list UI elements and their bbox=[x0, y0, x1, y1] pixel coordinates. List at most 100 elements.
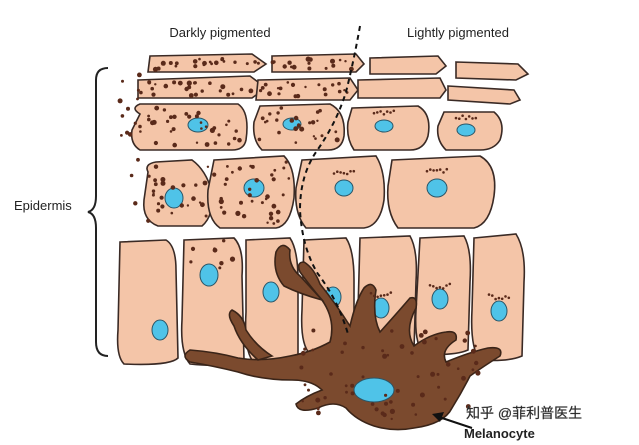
melanin-granule bbox=[275, 118, 279, 122]
melanin-granule bbox=[311, 328, 316, 333]
melanin-granule bbox=[442, 171, 445, 174]
melanin-granule bbox=[345, 390, 348, 394]
melanin-granule bbox=[282, 166, 286, 170]
melanin-granule bbox=[289, 118, 295, 123]
melanin-granule bbox=[239, 87, 244, 92]
melanin-granule bbox=[308, 57, 313, 62]
melanin-granule bbox=[392, 109, 396, 113]
melanin-granule bbox=[286, 81, 290, 84]
melanin-granule bbox=[507, 296, 511, 300]
melanin-granule bbox=[370, 402, 375, 406]
melanin-granule bbox=[372, 111, 376, 115]
melanocyte-body bbox=[184, 261, 502, 431]
melanin-granule bbox=[435, 286, 438, 290]
melanin-granule bbox=[225, 123, 228, 127]
melanin-granule bbox=[137, 72, 142, 78]
melanin-granule bbox=[152, 192, 155, 195]
melanin-granule bbox=[120, 134, 123, 137]
melanin-granule bbox=[223, 182, 227, 186]
melanin-granule bbox=[218, 89, 222, 93]
melanin-granule bbox=[282, 64, 287, 69]
melanin-granule bbox=[222, 239, 226, 243]
melanin-granule bbox=[345, 172, 349, 176]
melanin-granule bbox=[284, 160, 288, 164]
melanin-granule bbox=[227, 142, 231, 146]
melanin-granule bbox=[159, 195, 164, 200]
basal-cell bbox=[116, 239, 179, 366]
melanin-granule bbox=[202, 180, 208, 186]
melanin-granule bbox=[222, 60, 226, 63]
melanin-granule bbox=[432, 169, 435, 172]
melanin-granule bbox=[200, 127, 203, 130]
melanin-granule bbox=[271, 203, 277, 209]
melanin-granule bbox=[231, 92, 235, 96]
melanin-granule bbox=[290, 82, 296, 87]
epidermis-bracket bbox=[87, 67, 109, 357]
melanin-granule bbox=[154, 83, 157, 86]
melanin-granule bbox=[361, 375, 365, 379]
melanin-granule bbox=[218, 198, 224, 205]
melanin-granule bbox=[188, 93, 194, 98]
melanin-granule bbox=[330, 58, 335, 64]
melanin-granule bbox=[487, 293, 491, 296]
melanin-granule bbox=[147, 174, 151, 178]
melanin-granule bbox=[281, 193, 285, 197]
cell-nucleus bbox=[431, 288, 449, 310]
melanin-granule bbox=[414, 413, 418, 416]
melanin-granule bbox=[500, 297, 504, 301]
melanin-granule bbox=[275, 209, 281, 215]
melanin-granule bbox=[382, 294, 386, 297]
melanin-granule bbox=[139, 130, 142, 133]
melanin-granule bbox=[381, 349, 385, 353]
melanin-granule bbox=[120, 114, 125, 118]
melanin-granule bbox=[303, 383, 307, 387]
melanin-granule bbox=[342, 171, 346, 175]
melanin-granule bbox=[349, 170, 352, 173]
melanin-granule bbox=[461, 375, 466, 381]
melanin-granule bbox=[153, 182, 158, 187]
melanin-granule bbox=[232, 136, 237, 141]
melanin-granule bbox=[139, 90, 143, 95]
melanin-granule bbox=[458, 117, 461, 120]
melanin-granule bbox=[382, 353, 388, 359]
melanin-granule bbox=[428, 284, 432, 287]
melanin-granules bbox=[117, 56, 511, 421]
melanin-granule bbox=[441, 287, 445, 290]
melanin-granule bbox=[224, 177, 229, 182]
spinous-cell-row bbox=[142, 155, 496, 229]
melanin-granule bbox=[418, 333, 424, 338]
melanin-granule bbox=[237, 137, 242, 143]
melanin-granule bbox=[278, 86, 283, 91]
surface-cell-row bbox=[137, 53, 530, 105]
melanin-granule bbox=[270, 60, 275, 65]
melanin-granule bbox=[152, 66, 159, 72]
melanocyte-dendrite bbox=[274, 244, 325, 302]
melanin-granule bbox=[154, 105, 160, 111]
melanin-granule bbox=[445, 362, 451, 367]
melanin-granule bbox=[389, 111, 392, 114]
melanin-granule bbox=[471, 117, 474, 120]
surface-cell bbox=[137, 75, 268, 99]
melanin-granule bbox=[213, 247, 216, 251]
melanin-granule bbox=[181, 183, 186, 188]
pigment-divider-line bbox=[298, 25, 361, 335]
melanin-granule bbox=[212, 126, 217, 130]
cell-nucleus bbox=[187, 117, 209, 133]
darkly-pigmented-label: Darkly pigmented bbox=[169, 25, 270, 40]
melanin-granule bbox=[136, 97, 139, 101]
melanin-granule bbox=[334, 130, 338, 134]
melanin-granule bbox=[373, 294, 376, 298]
melanin-granule bbox=[491, 294, 494, 297]
lightly-pigmented-label: Lightly pigmented bbox=[407, 25, 509, 40]
melanin-granule bbox=[200, 202, 205, 208]
melanin-granule bbox=[147, 114, 151, 118]
melanin-granule bbox=[133, 121, 137, 125]
melanin-granule bbox=[320, 134, 324, 138]
melanin-granule bbox=[343, 341, 347, 346]
melanin-granule bbox=[307, 388, 310, 392]
melanin-granule bbox=[268, 216, 274, 221]
melanin-granule bbox=[186, 80, 192, 86]
melanin-granule bbox=[195, 141, 199, 144]
melanin-granule bbox=[263, 82, 268, 87]
surface-cell bbox=[369, 55, 448, 75]
